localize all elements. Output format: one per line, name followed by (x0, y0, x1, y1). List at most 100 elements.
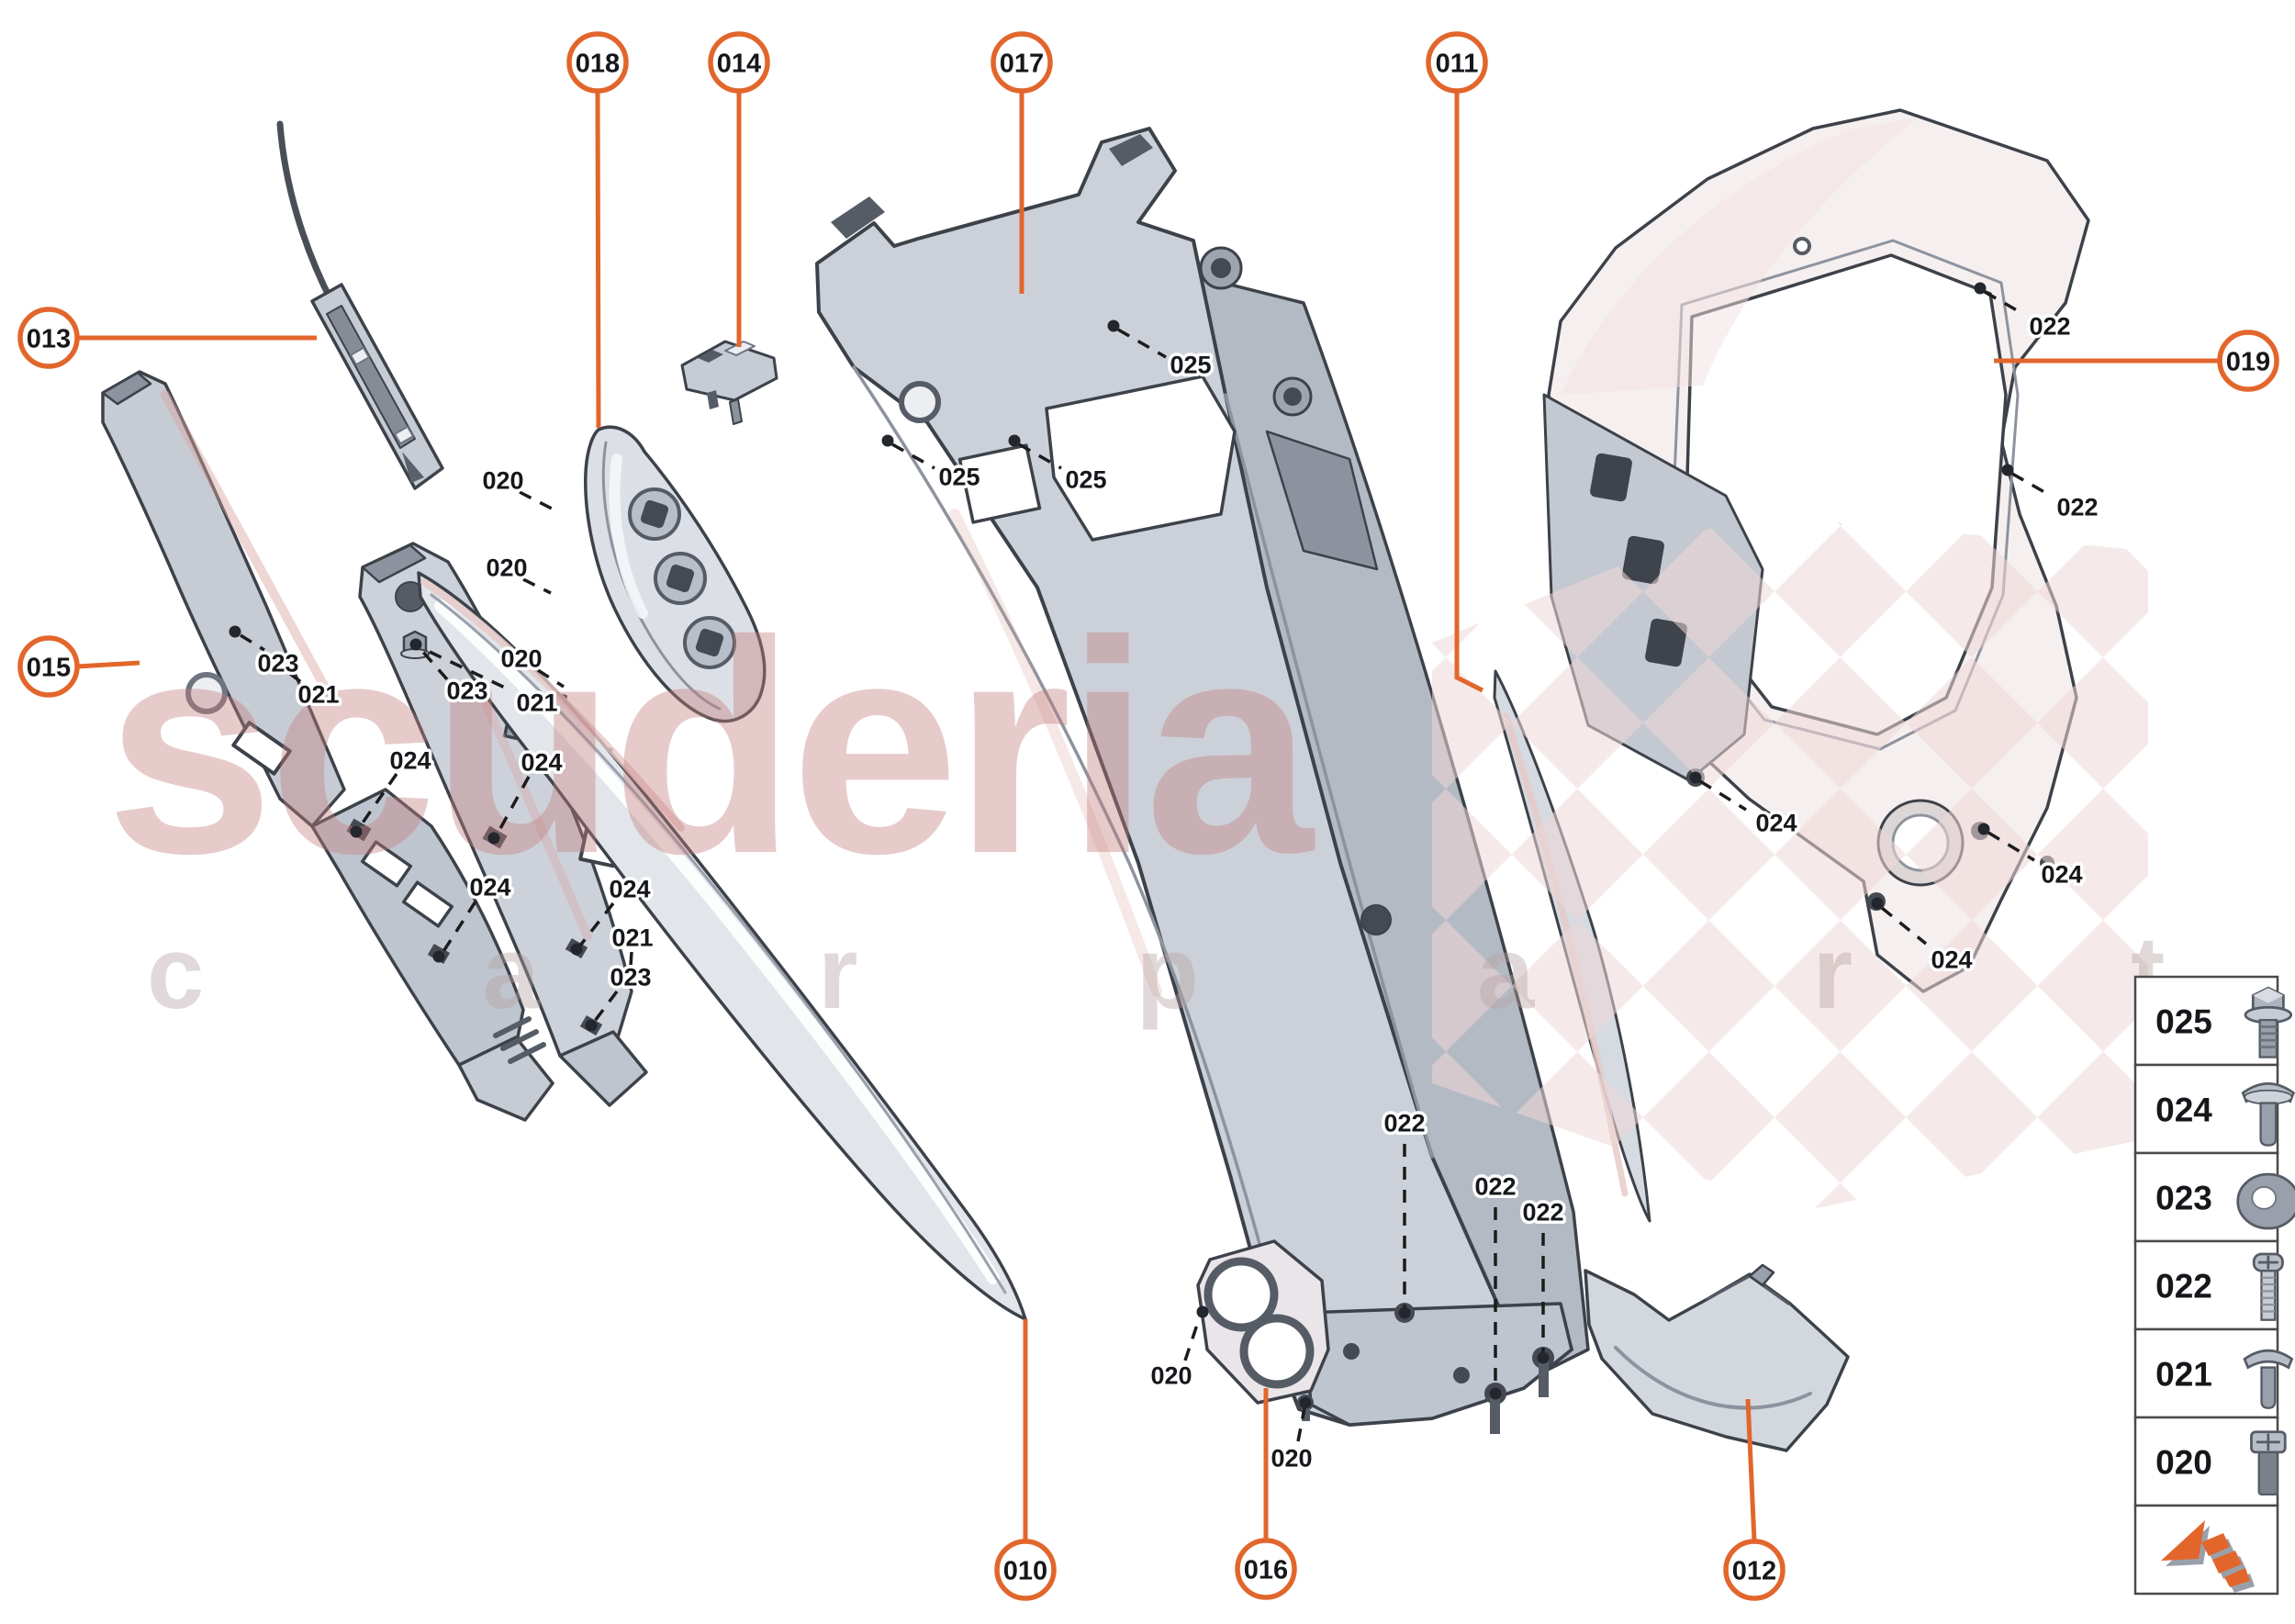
part-number-label-021-11[interactable]: 021 (609, 921, 656, 955)
part-number-label-020-25[interactable]: 020 (1268, 1441, 1315, 1475)
part-010-illustration (417, 571, 1027, 1321)
part-number-label-020-1[interactable]: 020 (483, 551, 531, 585)
label-020-pointer-line (537, 668, 565, 689)
part-number-label-024-9[interactable]: 024 (466, 870, 514, 904)
callout-018-badge[interactable]: 018 (566, 31, 629, 94)
label-024-pointer-line (1880, 906, 1928, 946)
part-number-label-023-5[interactable]: 023 (254, 646, 302, 680)
callout-012-badge[interactable]: 012 (1723, 1539, 1786, 1601)
callout-016-badge[interactable]: 016 (1235, 1538, 1297, 1600)
callout-010-circle[interactable] (994, 1539, 1057, 1601)
fastener-position-dot (585, 1019, 598, 1032)
legend-row-cell[interactable] (2133, 1239, 2279, 1331)
callout-018-number: 018 (576, 49, 620, 78)
callout-011-badge[interactable]: 011 (1426, 31, 1488, 94)
callout-017-badge[interactable]: 017 (991, 31, 1053, 94)
fastener-position-dot (570, 943, 583, 956)
callout-011-circle[interactable] (1426, 31, 1488, 94)
part-number-label-022-23[interactable]: 022 (1519, 1195, 1567, 1229)
part-number-label-024-19[interactable]: 024 (2038, 857, 2086, 891)
legend-part-number: 024 (2155, 1091, 2212, 1128)
fastener-position-dot (1974, 282, 1987, 295)
legend-row-cell[interactable] (2133, 1327, 2279, 1419)
callout-019-circle[interactable] (2217, 330, 2279, 392)
callout-016-circle[interactable] (1235, 1538, 1297, 1600)
part-number-label-025-14[interactable]: 025 (935, 460, 983, 494)
callout-013-circle[interactable] (17, 307, 80, 369)
label-024-pointer-line (1699, 779, 1747, 812)
label-024-pointer-line (441, 901, 477, 954)
label-020-pointer-line (1183, 1316, 1202, 1361)
fastener-position-dot (1537, 1351, 1550, 1364)
part-number-label-021-6[interactable]: 021 (295, 678, 342, 711)
part-number-label-025-13[interactable]: 025 (1167, 348, 1215, 382)
legend-row-024[interactable]: 024 (2133, 1063, 2295, 1155)
watermark-subtext: c a r p a r t s (147, 915, 2295, 1030)
part-number-label-023-3[interactable]: 023 (443, 674, 491, 708)
part-number-label-024-18[interactable]: 024 (1752, 806, 1800, 840)
callout-017-number: 017 (1000, 49, 1044, 78)
part-number-label-024-10[interactable]: 024 (606, 872, 654, 906)
part-number-label-023-12[interactable]: 023 (607, 960, 655, 994)
callout-013-number: 013 (27, 324, 71, 353)
callout-014-badge[interactable]: 014 (708, 31, 770, 94)
callout-012-circle[interactable] (1723, 1539, 1786, 1601)
fastener-position-dot (1107, 319, 1120, 332)
part-number-label-024-20[interactable]: 024 (1928, 943, 1976, 977)
part-number-label-025-15[interactable]: 025 (1062, 463, 1110, 497)
part-number-label-022-21[interactable]: 022 (1381, 1106, 1428, 1140)
callout-015-badge[interactable]: 015 (17, 635, 80, 698)
part-number-label-020-0[interactable]: 020 (479, 464, 527, 498)
callout-015-circle[interactable] (17, 635, 80, 698)
callout-013-badge[interactable]: 013 (17, 307, 80, 369)
part-number-label-024-7[interactable]: 024 (386, 744, 434, 778)
fastener-position-dot (1489, 1387, 1502, 1400)
leader-lines-layer (76, 90, 2220, 1542)
label-023-pointer-line (240, 633, 265, 652)
part-number-label-024-8[interactable]: 024 (518, 745, 565, 779)
callout-018-circle[interactable] (566, 31, 629, 94)
callout-014-circle[interactable] (708, 31, 770, 94)
part-017-illustration (815, 127, 1590, 1434)
part-012-illustration (1584, 1263, 1850, 1452)
watermark-brand-text: scuderia (106, 577, 1315, 916)
fastener-position-dot (1977, 823, 1990, 835)
fastener-position-dot (1689, 771, 1702, 784)
part-number-label-022-17[interactable]: 022 (2054, 490, 2101, 524)
legend-row-020[interactable]: 020 (2133, 1416, 2287, 1507)
part-number-label-022-22[interactable]: 022 (1472, 1170, 1519, 1204)
legend-row-025[interactable]: 025 (2133, 975, 2293, 1067)
checkered-flag-watermark (1432, 514, 2148, 1212)
part-number-label-020-2[interactable]: 020 (498, 642, 545, 676)
part-number-label-021-4[interactable]: 021 (513, 686, 561, 720)
fastener-position-dot (1299, 1396, 1312, 1409)
callout-010-badge[interactable]: 010 (994, 1539, 1057, 1601)
callout-017-circle[interactable] (991, 31, 1053, 94)
part-018-illustration (584, 425, 767, 723)
legend-row-023[interactable]: 023 (2133, 1151, 2295, 1243)
part-number-label-022-16[interactable]: 022 (2026, 309, 2074, 343)
label-023-pointer-line (593, 990, 619, 1023)
label-024-pointer-line (496, 776, 531, 834)
callout-019-badge[interactable]: 019 (2217, 330, 2279, 392)
legend-row-logo[interactable] (2133, 1504, 2279, 1596)
fastener-position-dot (1008, 434, 1021, 447)
label-020-pointer-line (522, 577, 552, 595)
legend-row-022[interactable]: 022 (2133, 1239, 2284, 1331)
callout-012-number: 012 (1732, 1556, 1776, 1585)
fastener-position-dot (432, 950, 445, 963)
callout-015-leader-line (76, 660, 140, 669)
callout-010-number: 010 (1003, 1556, 1047, 1585)
part-number-label-020-24[interactable]: 020 (1148, 1359, 1195, 1393)
callout-badges-layer: 013 015 018 014 017 011 019 010 016 012 (17, 31, 2279, 1601)
legend-part-number: 021 (2155, 1355, 2212, 1393)
fastener-position-dot (1871, 897, 1884, 910)
dashed-lines-layer (229, 282, 2052, 1442)
legend-row-021[interactable]: 021 (2133, 1327, 2293, 1419)
callout-018-leader-line (595, 90, 601, 429)
fastener-position-dot (1196, 1305, 1209, 1318)
label-021-pointer-line (429, 650, 508, 690)
